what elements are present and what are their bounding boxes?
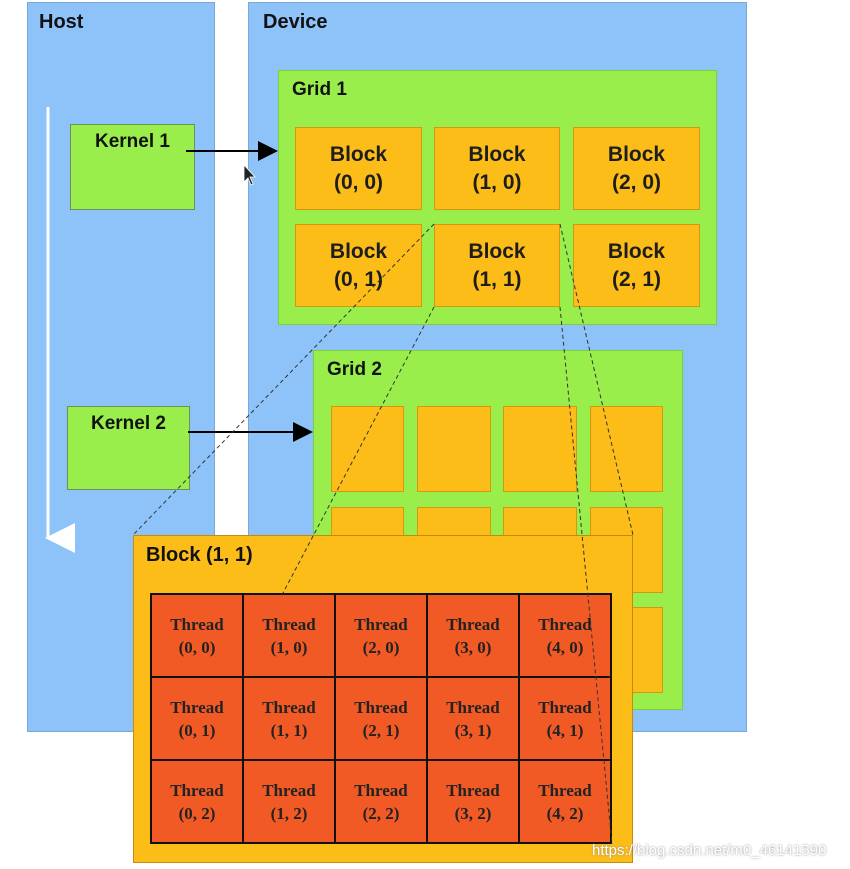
block-title: Block [468, 239, 526, 263]
thread-title: Thread [446, 614, 500, 634]
thread-title: Thread [446, 697, 500, 717]
block-title: Block [468, 142, 526, 166]
thread-cell: Thread (4, 1) [520, 678, 610, 759]
kernel-2-label: Kernel 2 [91, 413, 166, 434]
thread-table: Thread (0, 0) Thread (1, 0) Thread (2, 0) T… [150, 593, 612, 844]
expansion-dashed-line [132, 223, 435, 536]
thread-index: (3, 1) [454, 720, 492, 740]
thread-index: (2, 1) [362, 720, 400, 740]
thread-title: Thread [538, 780, 592, 800]
thread-index: (2, 2) [362, 803, 400, 823]
grid-2-block [590, 406, 663, 492]
thread-index: (4, 1) [546, 720, 584, 740]
device-label: Device [263, 11, 328, 33]
block-index: (2, 1) [611, 267, 661, 291]
thread-title: Thread [538, 697, 592, 717]
thread-title: Thread [262, 780, 316, 800]
block-title: Block [329, 142, 388, 166]
expansion-dashed-line [559, 223, 634, 536]
block-index: (1, 0) [472, 170, 522, 194]
mouse-cursor-icon [243, 163, 256, 186]
thread-title: Thread [170, 697, 224, 717]
grid-1-block: Block (0, 1) [295, 224, 422, 307]
thread-cell: Thread (0, 2) [152, 761, 242, 842]
thread-title: Thread [262, 614, 316, 634]
thread-cell: Thread (3, 0) [428, 595, 518, 676]
kernel-2-box: Kernel 2 [67, 406, 190, 490]
thread-index: (0, 1) [178, 720, 216, 740]
thread-cell: Thread (3, 1) [428, 678, 518, 759]
thread-index: (3, 2) [454, 803, 492, 823]
expansion-dashed-line [559, 306, 613, 845]
thread-cell: Thread (1, 1) [244, 678, 334, 759]
thread-index: (0, 0) [178, 637, 216, 657]
thread-index: (3, 0) [454, 637, 492, 657]
grid-1-label: Grid 1 [292, 79, 347, 100]
thread-index: (1, 2) [270, 803, 308, 823]
thread-cell: Thread (0, 1) [152, 678, 242, 759]
thread-title: Thread [354, 614, 408, 634]
block-index: (2, 0) [611, 170, 661, 194]
thread-index: (2, 0) [362, 637, 400, 657]
kernel-1-label: Kernel 1 [95, 131, 170, 152]
grid-1-block: Block (1, 1) [434, 224, 560, 307]
expansion-dashed-line [282, 306, 435, 594]
thread-cell: Thread (4, 2) [520, 761, 610, 842]
thread-index: (0, 2) [178, 803, 216, 823]
watermark: https://blog.csdn.net/m0_46141590 [592, 842, 827, 859]
block-title: Block [329, 239, 388, 263]
block-index: (1, 1) [472, 267, 522, 291]
thread-cell: Thread (2, 1) [336, 678, 426, 759]
thread-title: Thread [262, 697, 316, 717]
thread-title: Thread [538, 614, 592, 634]
block-title: Block [607, 142, 666, 166]
block-detail-label: Block (1, 1) [146, 544, 253, 566]
thread-cell: Thread (0, 0) [152, 595, 242, 676]
grid-1-block: Block (1, 0) [434, 127, 560, 210]
grid-1-block: Block (2, 0) [573, 127, 700, 210]
thread-cell: Thread (2, 2) [336, 761, 426, 842]
grid-2-label: Grid 2 [327, 359, 382, 380]
block-title: Block [607, 239, 666, 263]
grid-2-block [417, 406, 491, 492]
grid-2-block [331, 406, 404, 492]
thread-cell: Thread (3, 2) [428, 761, 518, 842]
grid-1-block: Block (0, 0) [295, 127, 422, 210]
block-index: (0, 0) [333, 170, 383, 194]
kernel-1-box: Kernel 1 [70, 124, 195, 210]
block-index: (0, 1) [333, 267, 383, 291]
thread-index: (1, 1) [270, 720, 308, 740]
grid-1-block: Block (2, 1) [573, 224, 700, 307]
grid-2-block [503, 406, 577, 492]
thread-title: Thread [354, 780, 408, 800]
thread-cell: Thread (1, 2) [244, 761, 334, 842]
thread-title: Thread [170, 614, 224, 634]
thread-title: Thread [354, 697, 408, 717]
host-panel: Host [27, 2, 215, 732]
thread-cell: Thread (2, 0) [336, 595, 426, 676]
thread-index: (4, 0) [546, 637, 584, 657]
thread-title: Thread [170, 780, 224, 800]
thread-index: (1, 0) [270, 637, 308, 657]
thread-cell: Thread (1, 0) [244, 595, 334, 676]
host-label: Host [39, 11, 84, 33]
thread-index: (4, 2) [546, 803, 584, 823]
thread-title: Thread [446, 780, 500, 800]
thread-cell: Thread (4, 0) [520, 595, 610, 676]
